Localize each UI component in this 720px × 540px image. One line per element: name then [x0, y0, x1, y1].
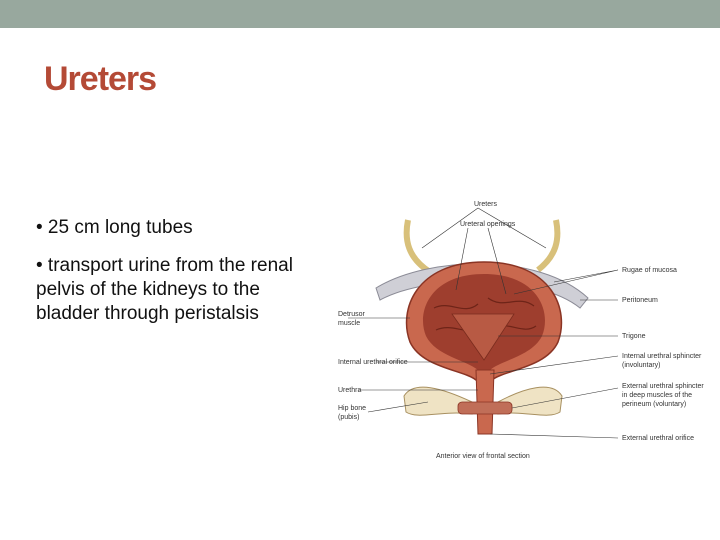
slide-top-bar: [0, 0, 720, 28]
rugae-folds: [433, 297, 537, 332]
right-ureter: [536, 219, 561, 273]
label-internal-sphincter-line2: (involuntary): [622, 362, 661, 369]
trigone: [451, 313, 515, 361]
label-external-sphincter-line3: perineum (voluntary): [622, 401, 686, 408]
bullet-item: • 25 cm long tubes: [36, 217, 193, 238]
label-hip-bone-line2: (pubis): [338, 414, 359, 421]
label-external-orifice: External urethral orifice: [622, 435, 694, 442]
external-sphincter: [457, 401, 513, 415]
bladder-diagram: Ureters Ureteral openings Rugae of mucos…: [338, 201, 704, 460]
leader-lines: [348, 207, 619, 439]
label-peritoneum: Peritoneum: [622, 297, 658, 304]
bladder-illustration: Ureters Ureteral openings Rugae of mucos…: [318, 190, 720, 470]
label-rugae: Rugae of mucosa: [622, 267, 677, 274]
bullet-list: • 25 cm long tubes • transport urine fro…: [36, 216, 306, 326]
label-detrusor-line2: muscle: [338, 320, 360, 327]
label-ureteral-openings: Ureteral openings: [460, 221, 516, 228]
label-urethra: Urethra: [338, 387, 361, 394]
figure-caption: Anterior view of frontal section: [436, 453, 530, 460]
label-hip-bone: Hip bone: [338, 405, 366, 412]
label-detrusor: Detrusor: [338, 311, 366, 318]
label-ureters: Ureters: [474, 201, 497, 208]
label-external-sphincter: External urethral sphincter: [622, 383, 704, 390]
label-trigone: Trigone: [622, 333, 646, 340]
slide-title: Ureters: [44, 60, 157, 98]
label-internal-orifice: Internal urethral orifice: [338, 359, 408, 366]
left-ureter: [403, 219, 432, 275]
label-external-sphincter-line2: in deep muscles of the: [622, 392, 692, 399]
label-internal-sphincter: Internal urethral sphincter: [622, 353, 702, 360]
bullet-item: • transport urine from the renal pelvis …: [36, 255, 293, 324]
